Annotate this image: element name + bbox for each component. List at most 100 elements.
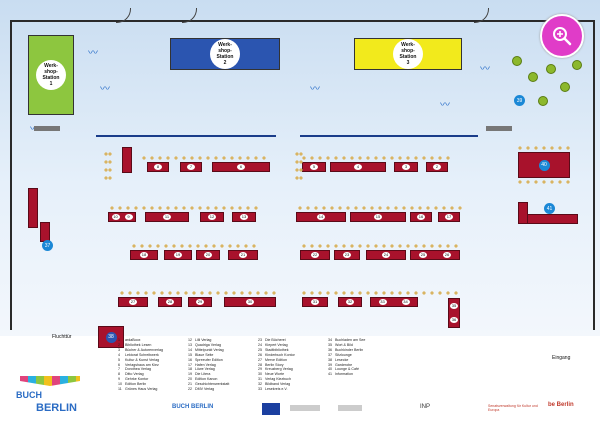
legend-number: 14 [188,347,192,352]
chairs [108,206,258,210]
magnifier-plus-icon [553,27,572,46]
legend-text: Neue Worte [265,372,285,377]
stand-number: 17 [445,214,453,220]
chairs [516,146,572,150]
legend-number: 21 [188,382,192,387]
workshop-station-2: Werk- shop- Station 2 [170,38,280,70]
chairs [296,206,462,210]
stand: 33 34 [370,297,418,307]
stand: 21 [228,250,258,260]
legend-number: 16 [188,357,192,362]
chairs [300,156,450,160]
stand: 11 [145,212,189,222]
legend-number: 41 [328,372,332,377]
legend-text: Stadtbibliothek [265,347,289,352]
stand-number: 34 [401,299,410,305]
legend-number: 23 [258,338,262,342]
legend-number: 6 [118,362,120,367]
stand-number: 10 [111,214,120,220]
entrance-label: Eingang [552,355,571,361]
logo-bunting [20,376,80,386]
legend-text: Sitzlounge [335,352,352,357]
legend-number: 32 [258,382,262,387]
station-label: Werk- shop- Station 2 [210,39,240,69]
legend-number: 9 [118,377,120,382]
stand: 10 9 [108,212,136,222]
stand-number: 14 [317,214,325,220]
legend-number: 7 [118,367,120,372]
legend-text: Buchkinder Berlin [335,347,364,352]
legend-number: 24 [258,342,262,347]
stand-number: 27 [129,299,137,305]
stand-number: 35 [450,303,458,309]
zoom-button[interactable] [540,14,584,58]
legend-number: 18 [188,367,192,372]
legend-number: 37 [328,352,332,357]
legend-text: Kiepert Verlag [265,342,288,347]
legend-number: 27 [258,357,262,362]
stand-number: 8 [154,164,162,170]
bench [34,126,60,131]
stand: 27 [118,297,148,307]
stand-number: 3 [402,164,410,170]
legend-text: Garderobe [335,362,353,367]
stand-number: 23 [343,252,351,258]
stand-8 [122,147,132,173]
legend-text: Lesekreis e.V. [265,387,288,392]
legend-number: 13 [188,342,192,347]
stand-number: 22 [311,252,319,258]
legend-text: Lesecke [335,357,349,362]
legend-number: 10 [118,382,122,387]
stand-number: 38 [105,331,117,343]
workshop-station-1: Werk- shop- Station 1 [28,35,74,115]
legend-number: 28 [258,362,262,367]
stand: 20 [196,250,220,260]
window-mark: 〰 [480,64,490,75]
stand: 30 [224,297,276,307]
info-number: 41 [544,203,555,214]
cloakroom-39: 39 [514,95,525,106]
stand-number: 13 [240,214,248,220]
stand: 25 26 [410,250,460,260]
stand-number: 30 [246,299,254,305]
stand: 18 [130,250,158,260]
stand-number: 40 [538,159,550,171]
legend-number: 19 [188,372,192,377]
stand: 7 [180,162,202,172]
stand: 15 [350,212,406,222]
legend-number: 35 [328,342,332,347]
legend-text: Bibliothek Lesen [125,342,152,347]
stand: 24 [366,250,406,260]
station-label: Werk- shop- Station 3 [393,39,423,69]
legend-text: Blaue Seite [195,352,214,357]
legend-text: Verlag Kiezbuch [265,377,291,382]
legend-number: 20 [188,377,192,382]
buch-berlin-logo-2: BUCH BERLIN [172,404,214,410]
legend-text: Mittelpunkt Verlag [195,347,224,352]
legend-number: 31 [258,377,262,382]
stand-number: 2 [433,164,441,170]
stand: 16 [410,212,432,222]
legend-text: Edition Berlin [125,382,147,387]
logo-text-top: BUCH [16,390,42,400]
stand-number: 32 [346,299,354,305]
legend-text: Die Litera [195,372,211,377]
legend-number: 25 [258,347,262,352]
